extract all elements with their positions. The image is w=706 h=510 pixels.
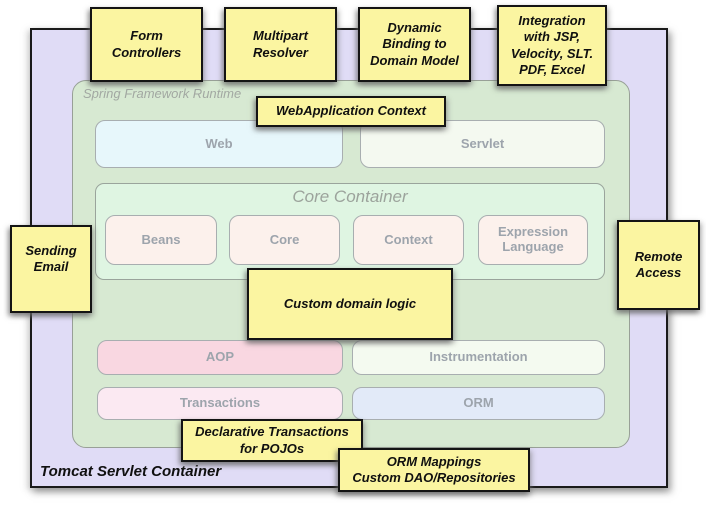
spring-framework-runtime-label: Spring Framework Runtime [83,86,242,101]
note-orm-mappings: ORM Mappings Custom DAO/Repositories [338,448,530,492]
module-orm-label: ORM [463,395,494,411]
core-container-box: Core Container Beans Core Context Expres… [95,183,605,280]
note-webapplication-context: WebApplication Context [256,96,446,127]
module-servlet-label: Servlet [460,135,505,151]
note-declarative-transactions: Declarative Transactions for POJOs [181,419,363,462]
module-expression-language: Expression Language [478,215,588,265]
module-expression-language-label: Expression Language [497,224,569,254]
module-instrumentation: Instrumentation [352,340,605,375]
module-core-label: Core [269,231,300,247]
module-aop-label: AOP [205,349,235,365]
module-beans: Beans [105,215,217,265]
module-core: Core [229,215,340,265]
note-integration-views: Integration with JSP, Velocity, SLT. PDF… [497,5,607,86]
module-orm: ORM [352,387,605,420]
module-web-label: Web [205,135,233,151]
note-form-controllers: Form Controllers [90,7,203,82]
note-sending-email: Sending Email [10,225,92,313]
module-instrumentation-label: Instrumentation [429,349,528,365]
core-container-title: Core Container [292,187,408,206]
module-transactions-label: Transactions [179,395,261,411]
module-aop: AOP [97,340,343,375]
module-web: Web [95,120,343,168]
note-multipart-resolver: Multipart Resolver [224,7,337,82]
note-dynamic-binding: Dynamic Binding to Domain Model [358,7,471,82]
module-context-label: Context [384,231,433,247]
note-custom-domain-logic: Custom domain logic [247,268,453,340]
module-transactions: Transactions [97,387,343,420]
module-beans-label: Beans [141,231,181,247]
module-servlet: Servlet [360,120,605,168]
module-context: Context [353,215,464,265]
tomcat-servlet-container-label: Tomcat Servlet Container [40,463,222,480]
note-remote-access: Remote Access [617,220,700,310]
